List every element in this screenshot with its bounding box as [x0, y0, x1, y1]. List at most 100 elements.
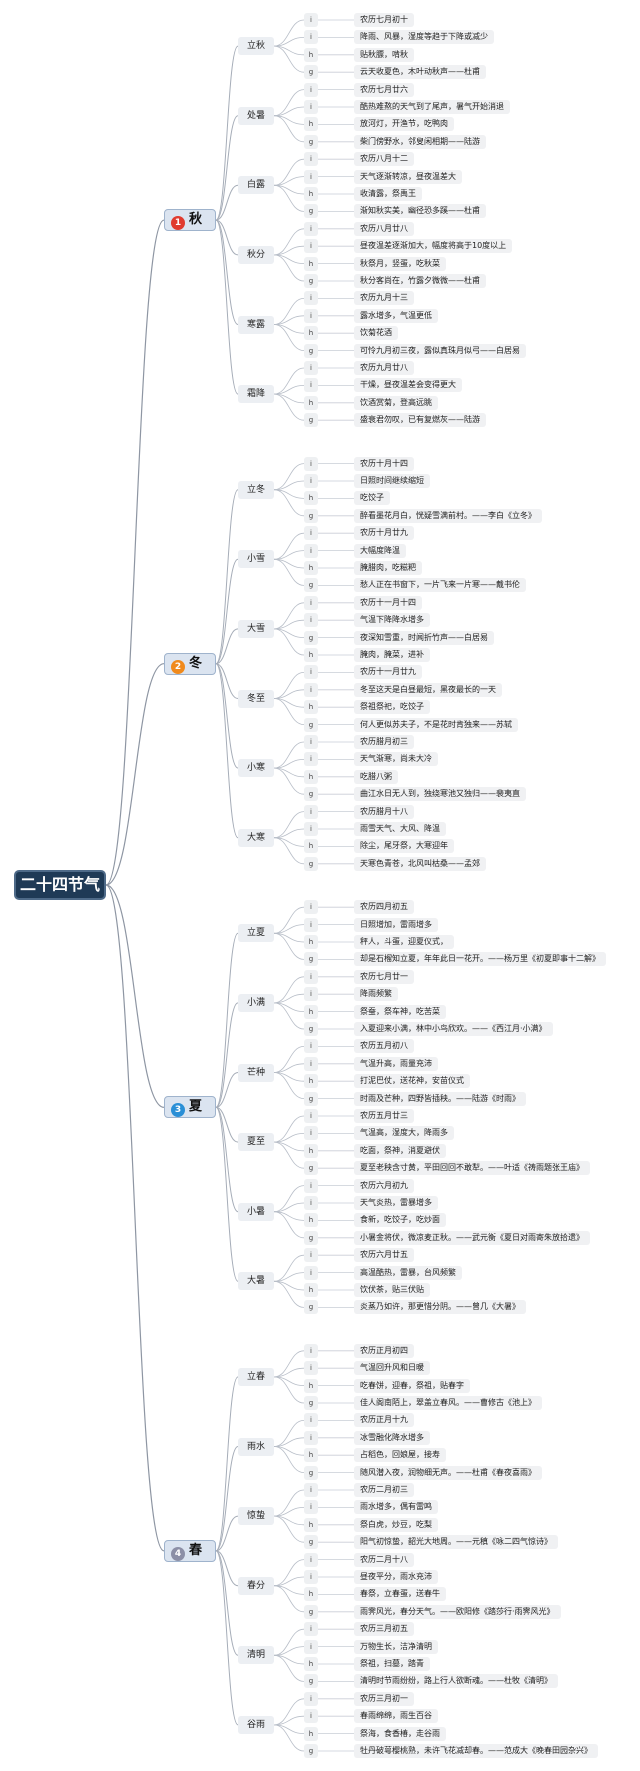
solar-term-node[interactable]: 芒种	[238, 1063, 274, 1082]
term-detail-node[interactable]: 日照增加，雷雨增多	[354, 917, 438, 932]
solar-term-node[interactable]: 小满	[238, 993, 274, 1012]
term-detail-node[interactable]: 农历正月十九	[354, 1413, 414, 1428]
solar-term-node[interactable]: 立春	[238, 1367, 274, 1386]
term-detail-node[interactable]: 随风潜入夜，润物细无声。——杜甫《春夜喜雨》	[354, 1465, 542, 1480]
term-detail-node[interactable]: 降雨、风暴，湿度等趋于下降或减少	[354, 30, 494, 45]
solar-term-node[interactable]: 霜降	[238, 385, 274, 404]
term-detail-node[interactable]: 柴门傍野水，邻叟闲相期——陆游	[354, 134, 486, 149]
term-detail-node[interactable]: 渐知秋实美，幽径恐多蹊——杜甫	[354, 204, 486, 219]
term-detail-node[interactable]: 农历正月初四	[354, 1343, 414, 1358]
term-detail-node[interactable]: 干燥，昼夜温差会变得更大	[354, 378, 462, 393]
term-detail-node[interactable]: 农历七月廿一	[354, 969, 414, 984]
term-detail-node[interactable]: 云天收夏色，木叶动秋声——杜甫	[354, 65, 486, 80]
term-detail-node[interactable]: 阳气初惊蛰，韶光大地周。——元稹《咏二四气惊诗》	[354, 1535, 558, 1550]
term-detail-node[interactable]: 吃面，祭神，消夏避伏	[354, 1143, 446, 1158]
term-detail-node[interactable]: 冬至这天是白昼最短，黑夜最长的一天	[354, 682, 502, 697]
term-detail-node[interactable]: 农历二月初三	[354, 1483, 414, 1497]
term-detail-node[interactable]: 醉看墨花月白，恍疑雪满前村。——李白《立冬》	[354, 508, 542, 523]
term-detail-node[interactable]: 时雨及芒种，四野皆插秧。——陆游《时雨》	[354, 1091, 526, 1106]
term-detail-node[interactable]: 雨雪天气、大风、降温	[354, 822, 446, 836]
term-detail-node[interactable]: 吃春饼，迎春，祭祖，贴春字	[354, 1378, 470, 1393]
term-detail-node[interactable]: 祭祖，扫墓，踏青	[354, 1657, 430, 1671]
term-detail-node[interactable]: 农历二月十八	[354, 1552, 414, 1567]
term-detail-node[interactable]: 饮伏茶，贴三伏贴	[354, 1283, 430, 1297]
term-detail-node[interactable]: 露水增多，气温更低	[354, 308, 438, 323]
term-detail-node[interactable]: 农历六月初九	[354, 1178, 414, 1193]
term-detail-node[interactable]: 农历十月十四	[354, 456, 414, 471]
solar-term-node[interactable]: 立秋	[238, 37, 274, 56]
term-detail-node[interactable]: 秋分客尚在，竹露夕微微——杜甫	[354, 274, 486, 288]
term-detail-node[interactable]: 气温下降降水增多	[354, 613, 430, 628]
solar-term-node[interactable]: 惊蛰	[238, 1507, 274, 1526]
term-detail-node[interactable]: 却是石榴知立夏，年年此日一花开。——杨万里《初夏即事十二解》	[354, 952, 606, 967]
term-detail-node[interactable]: 盛衰君勿叹，已有复燃灰——陆游	[354, 413, 486, 428]
term-detail-node[interactable]: 打泥巴仗，送花神，安苗仪式	[354, 1074, 470, 1089]
term-detail-node[interactable]: 夏至老秧含寸黄，平田回回不敢犁。——叶适《祷雨题张王庙》	[354, 1161, 590, 1176]
term-detail-node[interactable]: 食新，吃饺子，吃炒面	[354, 1213, 446, 1228]
term-detail-node[interactable]: 佳人阁南陌上，翠盖立春风。——曹修古《池上》	[354, 1396, 542, 1410]
term-detail-node[interactable]: 气温高，湿度大，降雨多	[354, 1126, 454, 1141]
term-detail-node[interactable]: 腌肉，腌菜，进补	[354, 648, 430, 662]
term-detail-node[interactable]: 农历九月廿八	[354, 361, 414, 375]
term-detail-node[interactable]: 祭蚕，祭车神，吃苦菜	[354, 1004, 446, 1019]
term-detail-node[interactable]: 农历十一月廿九	[354, 665, 422, 680]
term-detail-node[interactable]: 万物生长，洁净清明	[354, 1639, 438, 1654]
term-detail-node[interactable]: 气温升高，雨量充沛	[354, 1056, 438, 1071]
term-detail-node[interactable]: 昼夜平分，雨水充沛	[354, 1570, 438, 1584]
term-detail-node[interactable]: 曲江水日无人到，独绕寒池又独归——裴夷直	[354, 787, 526, 802]
term-detail-node[interactable]: 占稻色，回娘屋，接寿	[354, 1448, 446, 1463]
solar-term-node[interactable]: 夏至	[238, 1133, 274, 1152]
term-detail-node[interactable]: 春祭，立春蛋，送春牛	[354, 1587, 446, 1602]
term-detail-node[interactable]: 农历五月初八	[354, 1039, 414, 1054]
term-detail-node[interactable]: 农历八月十二	[354, 152, 414, 167]
solar-term-node[interactable]: 清明	[238, 1646, 274, 1665]
solar-term-node[interactable]: 处暑	[238, 106, 274, 125]
term-detail-node[interactable]: 农历七月廿六	[354, 82, 414, 97]
solar-term-node[interactable]: 冬至	[238, 689, 274, 708]
term-detail-node[interactable]: 农历三月初五	[354, 1622, 414, 1637]
term-detail-node[interactable]: 农历三月初一	[354, 1691, 414, 1706]
term-detail-node[interactable]: 农历十一月十四	[354, 595, 422, 610]
solar-term-node[interactable]: 寒露	[238, 315, 274, 334]
term-detail-node[interactable]: 大幅度降温	[354, 543, 406, 558]
term-detail-node[interactable]: 夜深知雪重，时闻折竹声——白居易	[354, 630, 494, 645]
term-detail-node[interactable]: 祭祖祭祀，吃饺子	[354, 700, 430, 715]
term-detail-node[interactable]: 小暑金将伏，微凉麦正秋。——武元衡《夏日对雨寄朱放拾遗》	[354, 1230, 590, 1245]
term-detail-node[interactable]: 农历六月廿五	[354, 1248, 414, 1263]
term-detail-node[interactable]: 天寒色青苍，北风叫枯桑——孟郊	[354, 856, 486, 871]
solar-term-node[interactable]: 立夏	[238, 924, 274, 943]
term-detail-node[interactable]: 农历腊月初三	[354, 735, 414, 749]
root-node-title[interactable]: 二十四节气	[14, 870, 106, 900]
term-detail-node[interactable]: 春雨绵绵，雨生百谷	[354, 1709, 438, 1724]
term-detail-node[interactable]: 除尘，尾牙祭，大寒迎年	[354, 839, 454, 854]
term-detail-node[interactable]: 吃饺子	[354, 491, 390, 506]
term-detail-node[interactable]: 昼夜温差逐渐加大，幅度将高于10度以上	[354, 239, 513, 254]
term-detail-node[interactable]: 吃腊八粥	[354, 769, 398, 784]
term-detail-node[interactable]: 冰雪融化降水增多	[354, 1430, 430, 1445]
term-detail-node[interactable]: 农历十月廿九	[354, 526, 414, 541]
term-detail-node[interactable]: 炎蒸乃如许，那更惜分阴。——曾几《大暑》	[354, 1300, 526, 1315]
term-detail-node[interactable]: 祭白虎，炒豆，吃梨	[354, 1517, 438, 1532]
term-detail-node[interactable]: 天气炎热，雷暴增多	[354, 1196, 438, 1210]
term-detail-node[interactable]: 可怜九月初三夜，露似真珠月似弓——白居易	[354, 343, 526, 358]
term-detail-node[interactable]: 牡丹破萼樱桃熟，未许飞花减却春。——范成大《晚春田园杂兴》	[354, 1744, 598, 1758]
term-detail-node[interactable]: 高温酷热，雷暴，台风频繁	[354, 1265, 462, 1280]
solar-term-node[interactable]: 大寒	[238, 828, 274, 847]
term-detail-node[interactable]: 天气逐渐转凉，昼夜温差大	[354, 169, 462, 184]
term-detail-node[interactable]: 饮酒赏菊，登高远眺	[354, 395, 438, 410]
term-detail-node[interactable]: 天气渐寒，尚未大冷	[354, 752, 438, 767]
term-detail-node[interactable]: 农历四月初五	[354, 900, 414, 915]
solar-term-node[interactable]: 白露	[238, 176, 274, 195]
term-detail-node[interactable]: 清明时节雨纷纷，路上行人欲断魂。——杜牧《清明》	[354, 1674, 558, 1689]
term-detail-node[interactable]: 酷热难熬的天气到了尾声，暑气开始消退	[354, 100, 510, 114]
term-detail-node[interactable]: 放河灯，开渔节，吃鸭肉	[354, 117, 454, 132]
term-detail-node[interactable]: 秋祭月，竖蛋，吃秋菜	[354, 256, 446, 271]
term-detail-node[interactable]: 农历七月初十	[354, 13, 414, 27]
solar-term-node[interactable]: 大雪	[238, 619, 274, 638]
term-detail-node[interactable]: 饮菊花酒	[354, 326, 398, 341]
solar-term-node[interactable]: 小暑	[238, 1202, 274, 1221]
